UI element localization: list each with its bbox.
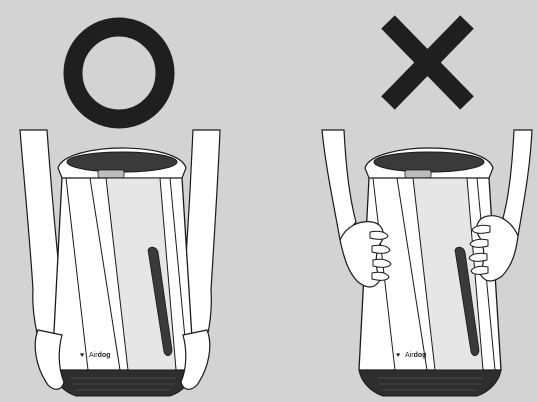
correct-panel: ♥ Airdog <box>20 27 220 396</box>
air-purifier: ♥ Airdog <box>52 148 194 396</box>
right-hand <box>181 330 210 389</box>
svg-text:Airdog: Airdog <box>405 352 426 359</box>
incorrect-panel: ♥ Airdog <box>322 22 532 396</box>
correct-circle-icon <box>73 27 165 119</box>
brand-suffix: dog <box>414 352 427 359</box>
right-arm-wrong <box>503 130 532 236</box>
left-arm-wrong <box>322 130 356 240</box>
dog-paw-icon: ♥ <box>80 352 84 359</box>
svg-text:Airdog: Airdog <box>89 352 110 359</box>
dog-paw-icon: ♥ <box>396 352 400 359</box>
brand-suffix: dog <box>98 352 111 359</box>
left-hand <box>35 330 64 389</box>
